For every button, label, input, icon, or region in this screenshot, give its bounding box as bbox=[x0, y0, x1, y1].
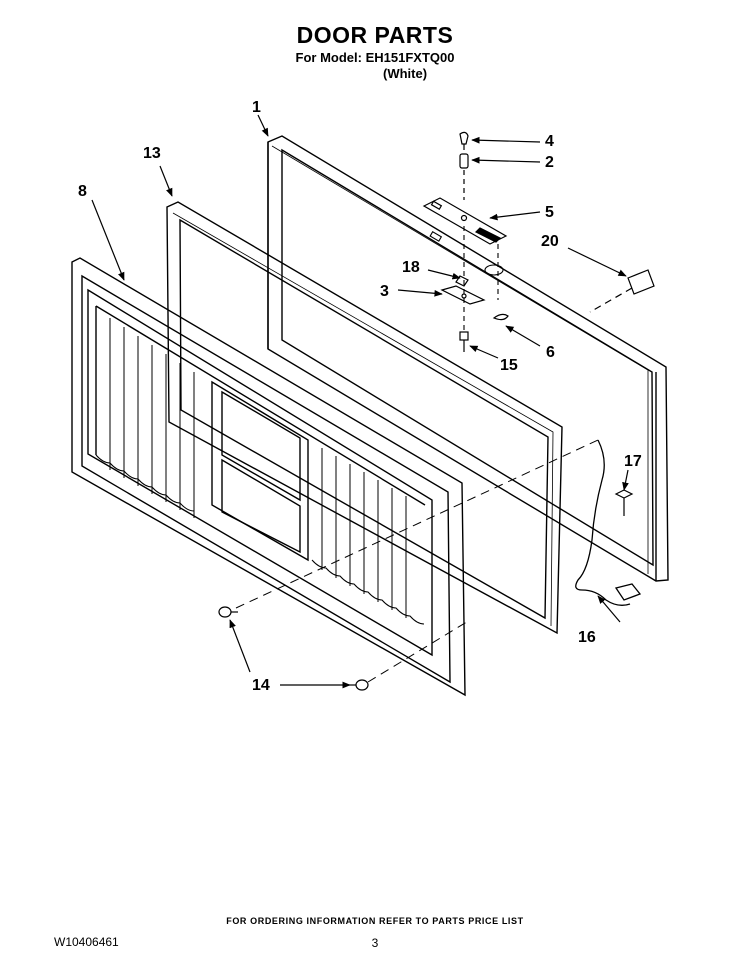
plug-part-14-lower bbox=[350, 679, 369, 691]
callout-5: 5 bbox=[545, 204, 554, 221]
lock-key-part-4 bbox=[459, 131, 469, 150]
screw-part-17 bbox=[614, 489, 634, 516]
callout-20: 20 bbox=[541, 233, 559, 250]
callout-6: 6 bbox=[546, 344, 555, 361]
assembly-lines bbox=[235, 439, 599, 683]
document-number: W10406461 bbox=[54, 935, 119, 949]
callout-labels: 1 2 3 4 5 6 8 13 14 15 16 17 18 20 bbox=[78, 99, 642, 694]
model-line: For Model: EH151FXTQ00 bbox=[295, 50, 455, 65]
callout-1: 1 bbox=[252, 99, 261, 116]
callout-8: 8 bbox=[78, 183, 87, 200]
callout-18: 18 bbox=[402, 259, 420, 276]
callout-13: 13 bbox=[143, 145, 161, 162]
door-liner-part-8 bbox=[71, 257, 466, 697]
lock-cylinder-part-2 bbox=[459, 153, 469, 200]
label-part-20 bbox=[589, 269, 655, 313]
lock-pawl-part-6 bbox=[492, 313, 509, 321]
screw-part-15 bbox=[459, 331, 469, 352]
page-number: 3 bbox=[371, 936, 379, 950]
leader-arrows bbox=[91, 114, 629, 689]
page-title: DOOR PARTS bbox=[296, 22, 454, 48]
callout-4: 4 bbox=[545, 133, 554, 150]
wire-harness-part-16 bbox=[575, 439, 642, 606]
callout-14: 14 bbox=[252, 677, 270, 694]
lock-clip-part-18 bbox=[455, 275, 469, 287]
lock-bezel-part-5 bbox=[422, 197, 508, 245]
lock-hole-detail bbox=[429, 226, 504, 330]
door-frame-part-1 bbox=[267, 135, 669, 582]
callout-2: 2 bbox=[545, 154, 554, 171]
callout-16: 16 bbox=[578, 629, 596, 646]
callout-15: 15 bbox=[500, 357, 518, 374]
plug-part-14-upper bbox=[218, 606, 238, 618]
lock-plate-part-3 bbox=[440, 285, 486, 305]
callout-3: 3 bbox=[380, 283, 389, 300]
ordering-note: FOR ORDERING INFORMATION REFER TO PARTS … bbox=[226, 916, 524, 926]
color-line: (White) bbox=[383, 66, 428, 81]
callout-17: 17 bbox=[624, 453, 642, 470]
